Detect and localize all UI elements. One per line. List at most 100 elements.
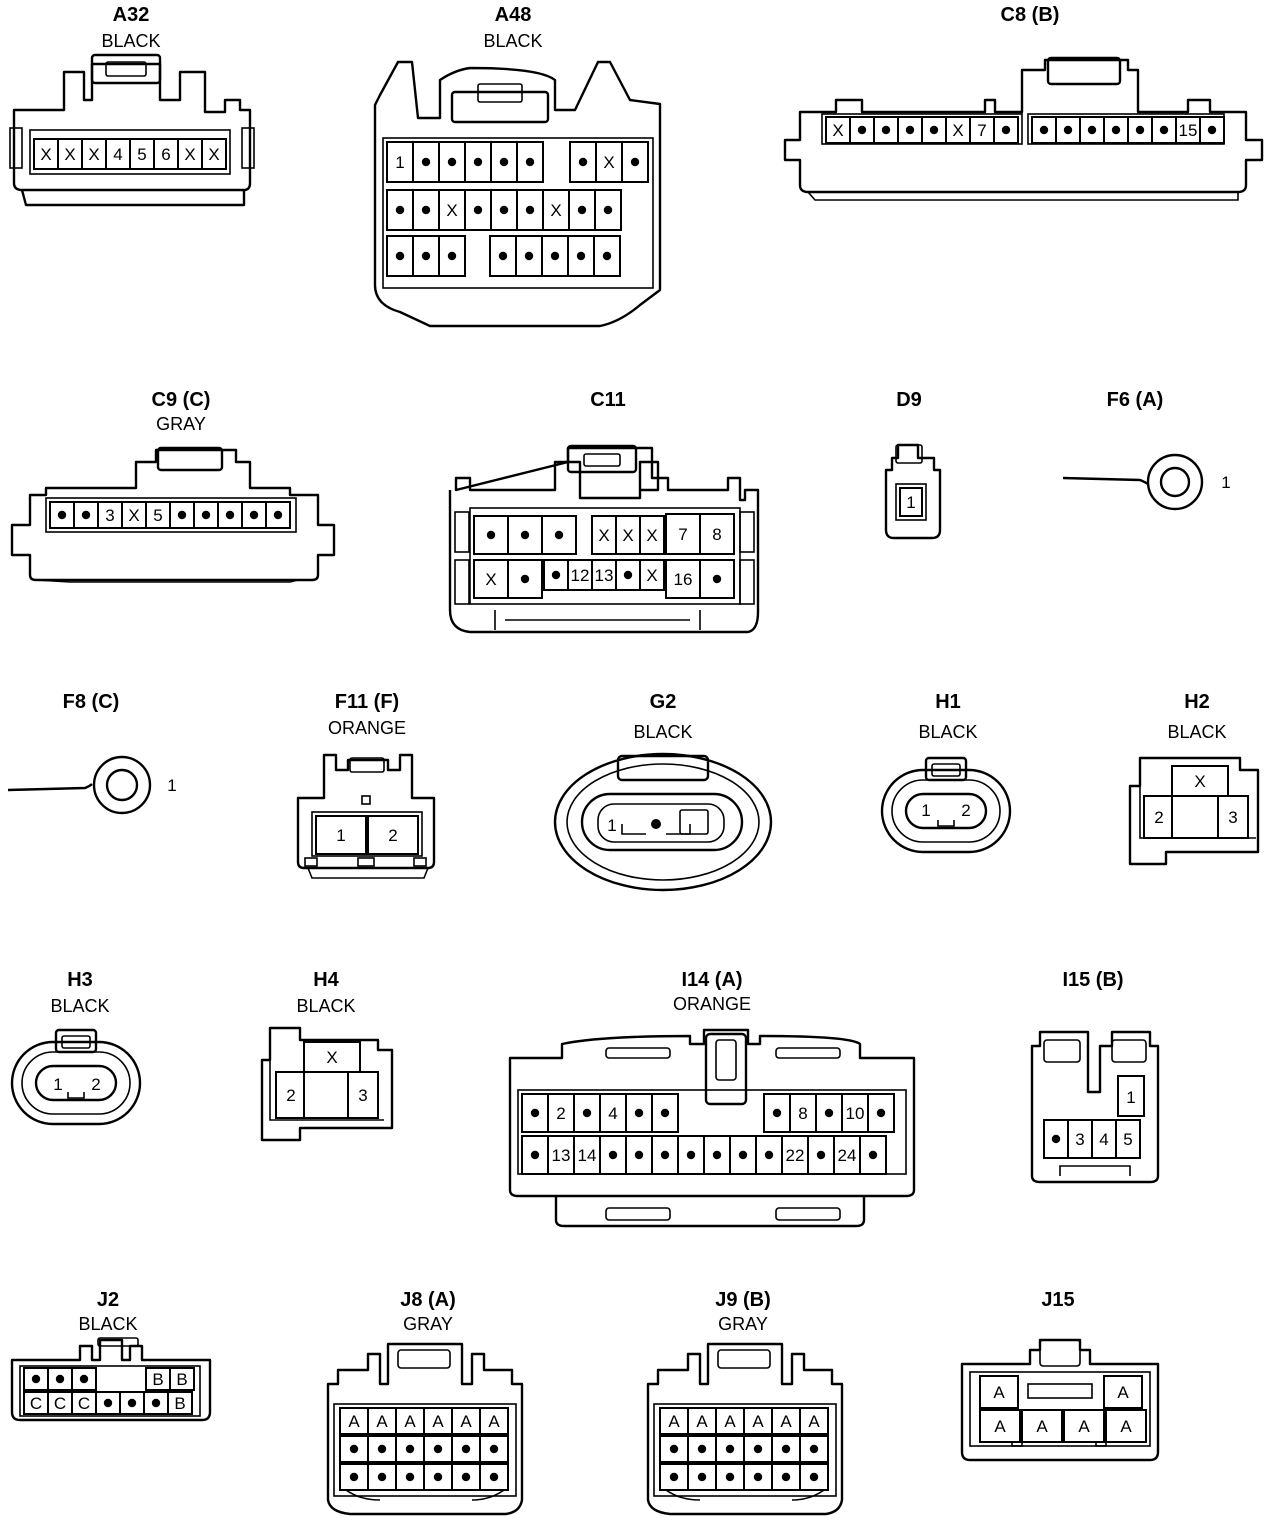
j8-connector [326,1342,524,1516]
c9-pin [169,501,195,529]
a48-code-label: A48 [495,4,532,26]
i15-code-label: I15 (B) [1062,969,1123,991]
a32-pin-label: X [88,145,99,164]
a48-pin-dot [499,205,509,215]
j9-pin-dot [725,1472,735,1482]
j15-pin-row: A [1103,1375,1143,1409]
c11-pin-cell [473,559,509,599]
j9-pin: A [771,1407,801,1435]
j9-pin-cell [687,1407,717,1435]
j9-pin-dot [669,1472,679,1482]
i15-pin-label: 1 [1126,1088,1135,1107]
c9-pin [241,501,267,529]
c11-pin: X [591,515,617,555]
i14-pin-cell [599,1093,627,1133]
g2-lock [616,754,710,782]
j8-pin [367,1435,397,1463]
j9-pin-cell [715,1407,745,1435]
f11-key [361,795,371,805]
j9-pin-cell [743,1407,773,1435]
a48-pin-label: X [550,201,561,220]
h1-lock-slot [931,763,961,777]
h4-pin-label: X [326,1048,337,1067]
a48-pin [438,235,466,277]
c11-pin-label: X [598,526,609,545]
j9-pin-row [659,1463,829,1491]
h3-pin-label: 2 [91,1075,100,1094]
j2-housing [10,1338,212,1422]
d9-pin-row: 1 [899,487,923,517]
j9-pin: A [743,1407,773,1435]
i14-pin [859,1135,887,1175]
i14-pin [651,1135,679,1175]
c9-code-label: C9 (C) [152,389,211,411]
c9-pin: 3 [97,501,123,529]
i15-connector [1030,1030,1160,1184]
j9-base-curves [665,1489,825,1501]
a32-pin: X [33,138,59,170]
c8-pin-row: 15 [1031,116,1225,144]
i14-pin-cell [841,1093,869,1133]
f11-cavity [311,811,423,857]
g2-pin-dot [651,819,661,829]
j8-pin-cell [367,1407,397,1435]
c11-pin-row: 16 [665,559,735,599]
h2-connector [1128,756,1260,866]
j9-pin-cell [659,1407,689,1435]
h2-housing [1128,756,1260,866]
j2-pin [71,1367,97,1391]
c11-housing [448,446,760,634]
c11-pin [615,559,641,591]
i15-pin-dot [1051,1134,1061,1144]
i14-pin-cell [625,1093,653,1133]
h1-key [937,820,955,827]
a48-pin-dot [577,205,587,215]
c11-pin-cell [639,515,665,555]
a48-pin-cell [594,189,622,231]
a48-pin [516,141,544,183]
d9-cavity [895,483,927,521]
c8-lock [1046,56,1122,86]
c9-cavity [45,497,297,533]
a48-pin-dot [421,157,431,167]
g2-inner-shell [580,792,744,852]
c9-pin [193,501,219,529]
c8-pin-dot [1063,125,1073,135]
a32-side-clip-left [9,127,23,169]
j8-pin-dot [377,1444,387,1454]
a32-pin-cell [57,138,83,170]
c8-pin-dot [881,125,891,135]
f8-terminal-label: 1 [167,776,176,795]
i14-pin-cell [763,1093,791,1133]
a48-pin-row [489,235,621,277]
j8-pin-dot [433,1472,443,1482]
j9-pin [799,1435,829,1463]
g2-pin-label: 1 [607,816,616,835]
a48-pin-dot [525,205,535,215]
c8-pin-dot [1039,125,1049,135]
c9-pin [49,501,75,529]
f11-housing [296,753,436,870]
i14-foot-right [775,1207,841,1221]
a48-pin-dot [630,157,640,167]
a32-cavity [29,129,231,175]
c9-pin-label: X [128,506,139,525]
f8-terminal: 1 [7,755,177,815]
i15-pin-cell [1067,1119,1093,1159]
c8-pin [1055,116,1081,144]
c11-pin-cell [591,515,617,555]
j9-pin: A [687,1407,717,1435]
h2-cell-left [1143,795,1175,839]
a48-pin-dot [421,251,431,261]
c9-pin-dot [273,510,283,520]
j2-pin [119,1391,145,1415]
j8-pin-label: A [348,1412,360,1431]
a48-pin: X [542,189,570,231]
i14-code-label: I14 (A) [681,969,742,991]
j8-pin-dot [405,1444,415,1454]
i14-pin [625,1135,653,1175]
c11-pin-cell [699,513,735,555]
f11-color-label: ORANGE [328,718,406,738]
